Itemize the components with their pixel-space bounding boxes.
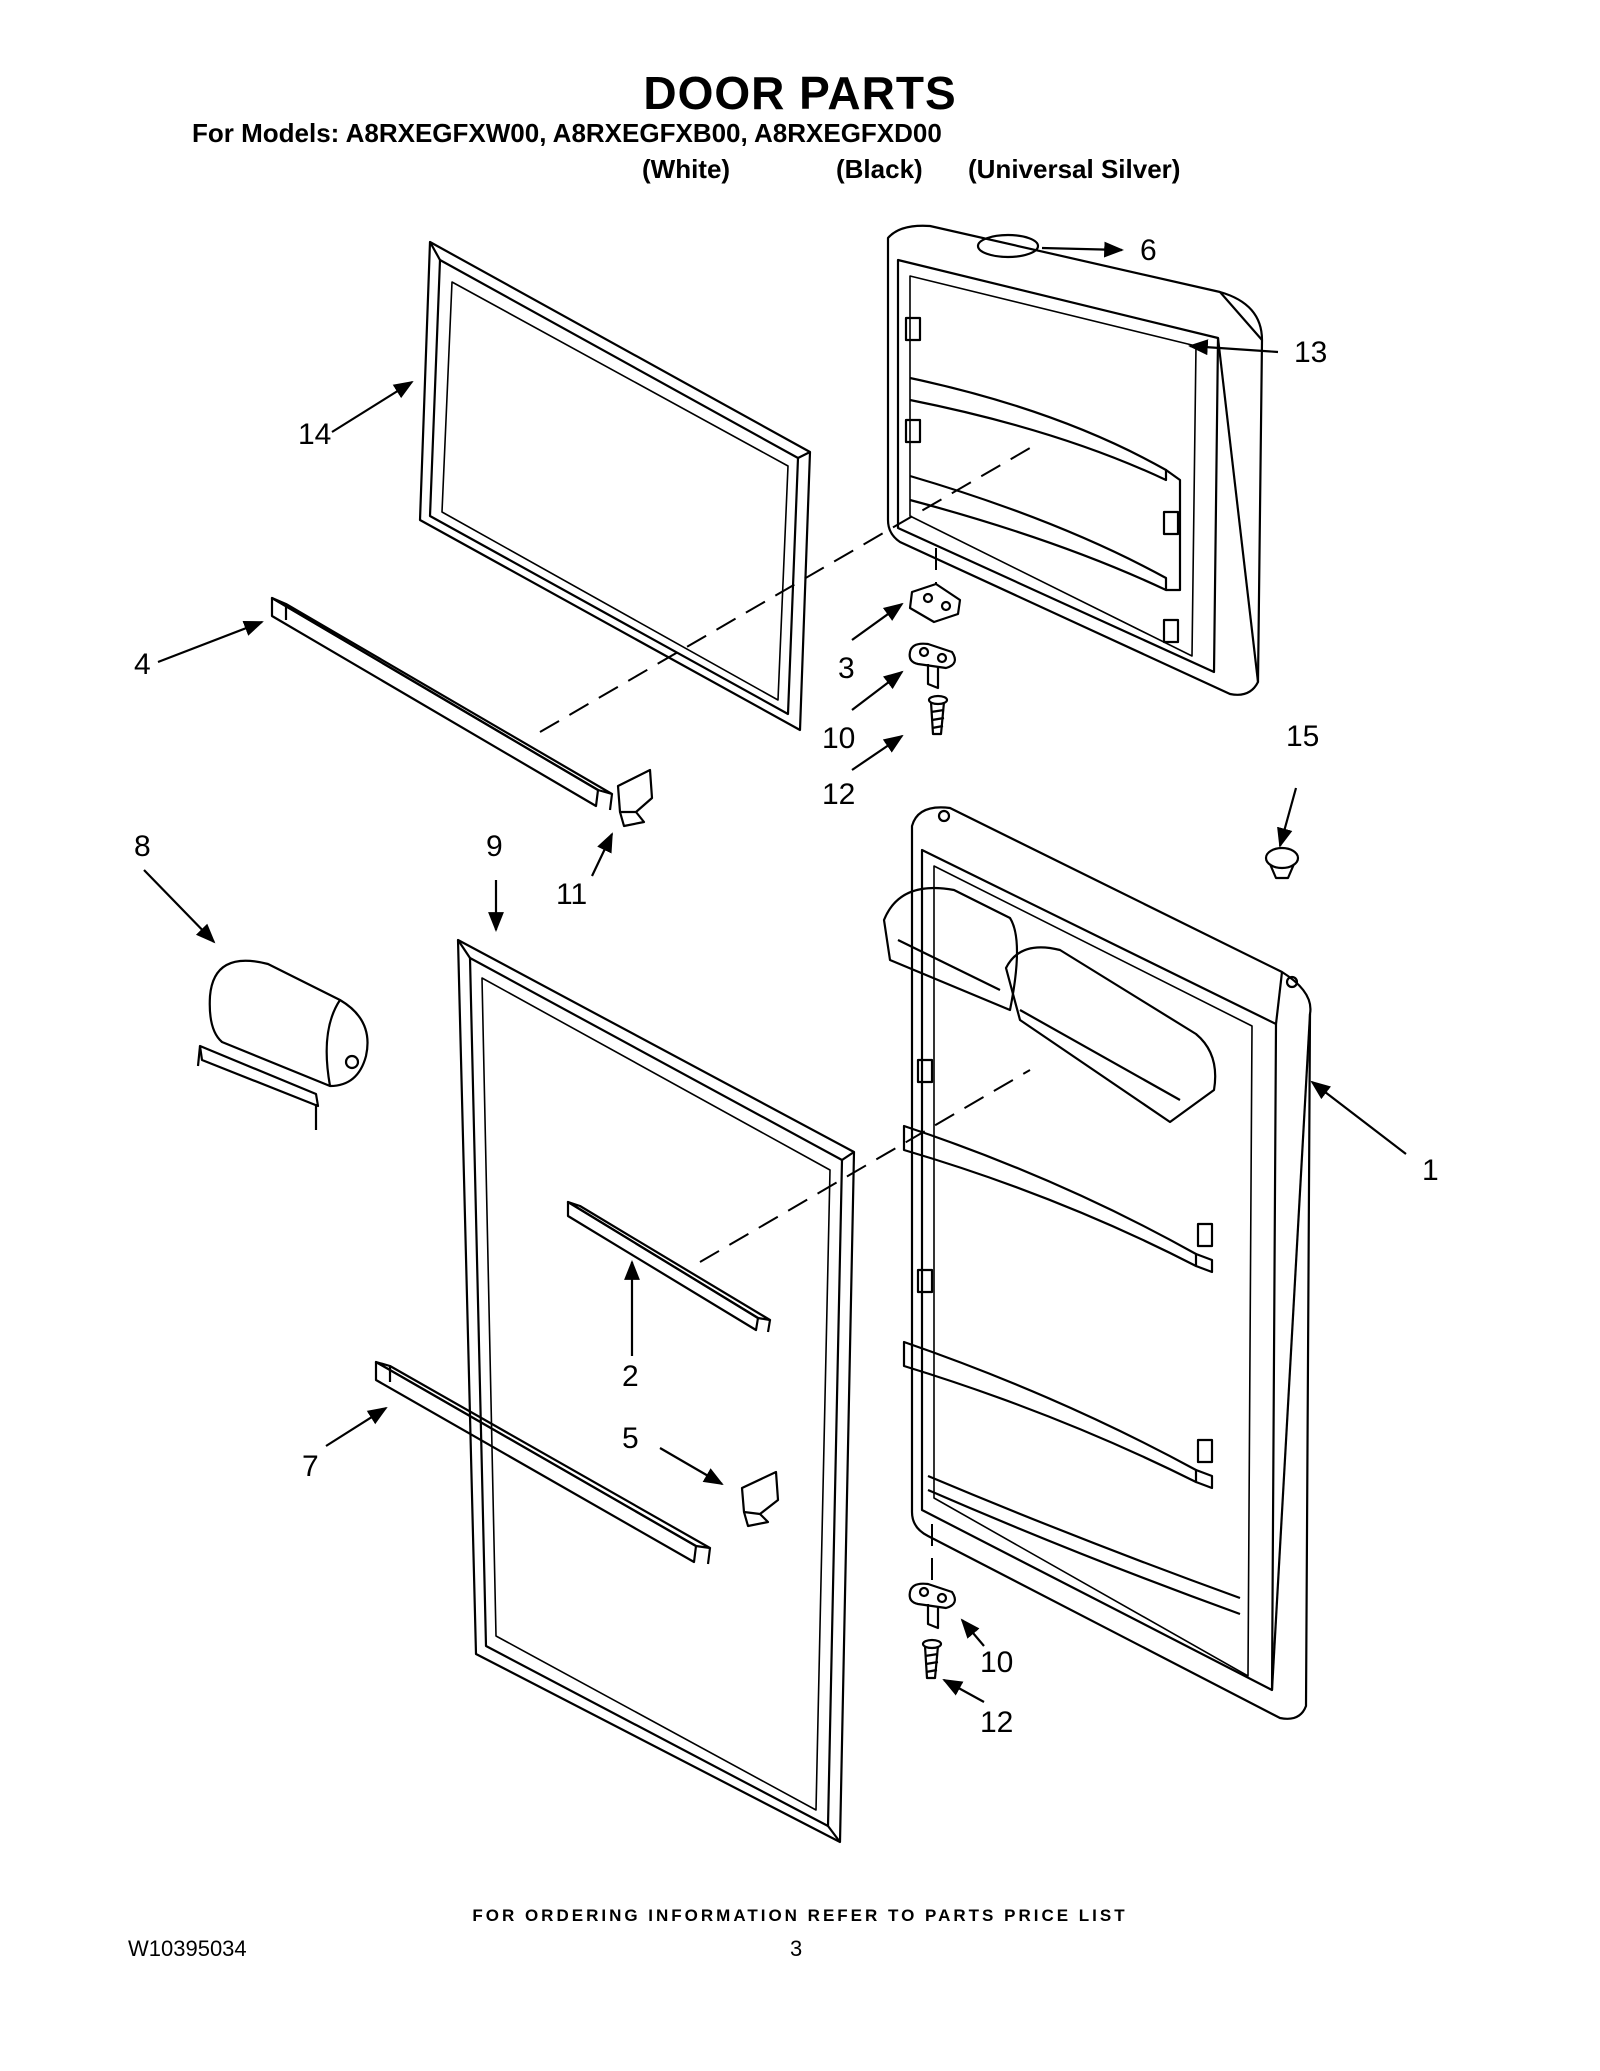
lower-hinge-bracket (908, 1582, 956, 1630)
freezer-upper-hinge (908, 582, 962, 624)
callout-3: 3 (838, 652, 855, 685)
callout-12-upper: 12 (822, 778, 855, 811)
fresh-food-door-inner-strip (566, 1200, 772, 1333)
callout-1: 1 (1422, 1154, 1439, 1187)
callout-11: 11 (556, 878, 587, 911)
upper-hinge-bracket (908, 642, 956, 690)
document-number: W10395034 (128, 1936, 247, 1961)
callout-14: 14 (298, 418, 331, 451)
fresh-food-door (882, 806, 1312, 1720)
variant-universal-silver: (Universal Silver) (968, 154, 1181, 184)
callout-numbers: 6 13 14 4 3 10 12 15 8 9 11 1 2 7 5 10 1… (134, 234, 1439, 1739)
callout-13: 13 (1294, 336, 1327, 369)
leader-arrows (143, 241, 1407, 1703)
upper-hinge-screw (927, 694, 949, 736)
callout-10-lower: 10 (980, 1646, 1013, 1679)
dairy-compartment-door (196, 959, 369, 1130)
page-number: 3 (790, 1936, 803, 1961)
callout-15: 15 (1286, 720, 1319, 753)
alignment-lines (539, 447, 1031, 1584)
freezer-strip-end-cap (616, 768, 654, 828)
fresh-food-door-gasket (456, 938, 856, 1844)
callout-12-lower: 12 (980, 1706, 1013, 1739)
callout-5: 5 (622, 1422, 639, 1455)
ordering-info-note: FOR ORDERING INFORMATION REFER TO PARTS … (472, 1906, 1128, 1925)
lower-strip-end-cap (740, 1470, 780, 1528)
freezer-door-gasket (418, 240, 812, 732)
freezer-door (886, 224, 1264, 696)
models-line: For Models: A8RXEGFXW00, A8RXEGFXB00, A8… (192, 118, 942, 148)
callout-2: 2 (622, 1360, 639, 1393)
callout-7: 7 (302, 1450, 319, 1483)
callout-4: 4 (134, 648, 151, 681)
freezer-door-top-plug (976, 233, 1040, 259)
lower-hinge-screw (921, 1638, 943, 1680)
freezer-door-strip (270, 596, 614, 811)
variant-black: (Black) (836, 154, 923, 184)
callout-9: 9 (486, 830, 503, 863)
callout-8: 8 (134, 830, 151, 863)
page-title: DOOR PARTS (643, 67, 957, 119)
door-plug-button (1264, 846, 1300, 880)
fresh-food-door-lower-strip (374, 1360, 712, 1565)
callout-10-upper: 10 (822, 722, 855, 755)
variant-white: (White) (642, 154, 731, 184)
callout-6: 6 (1140, 234, 1157, 267)
